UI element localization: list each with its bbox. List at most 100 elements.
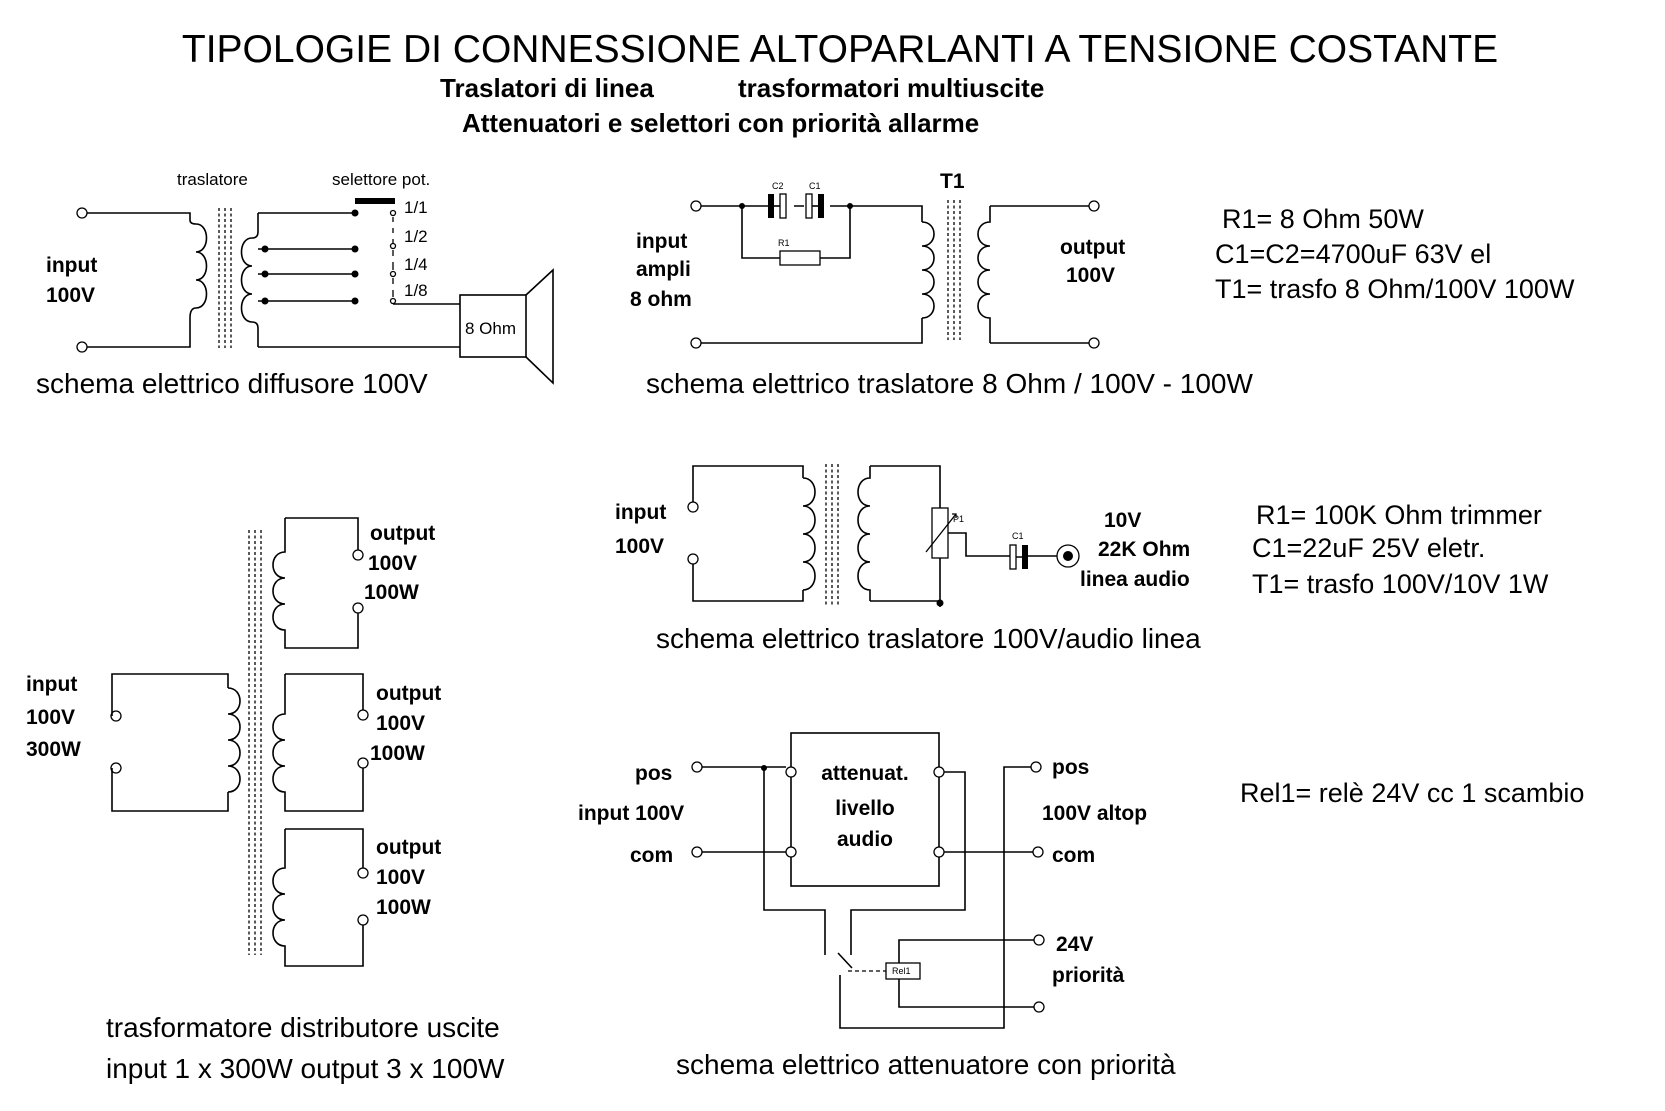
d3-output3-terminal-top bbox=[357, 867, 369, 879]
d5-prio-terminal-bottom bbox=[1033, 1001, 1045, 1013]
d1-primary-coil bbox=[189, 219, 208, 319]
audio-jack-icon bbox=[1056, 544, 1080, 568]
d2-output-terminal-top bbox=[1088, 200, 1100, 212]
d5-input-label: input 100V bbox=[578, 802, 684, 825]
d3-output1-terminal-top bbox=[352, 549, 364, 561]
d5-pos-label: pos bbox=[635, 762, 672, 785]
selettore-label: selettore pot. bbox=[332, 170, 430, 189]
d3-out2-label-3: 100W bbox=[370, 742, 425, 765]
d3-out3-label-1: output bbox=[376, 836, 441, 859]
speaker-label: 8 Ohm bbox=[465, 319, 516, 338]
d4-out-label-1: 10V bbox=[1104, 509, 1141, 532]
page-title: TIPOLOGIE DI CONNESSIONE ALTOPARLANTI A … bbox=[182, 28, 1498, 71]
d3-out1-label-3: 100W bbox=[364, 581, 419, 604]
p1-label: P1 bbox=[953, 514, 964, 524]
d3-input-terminal-bottom bbox=[110, 762, 122, 774]
d2-secondary-coil bbox=[977, 206, 991, 343]
d3-output2-terminal-top bbox=[357, 709, 369, 721]
resistor-r1 bbox=[741, 206, 851, 266]
d2-input-label-2: ampli bbox=[636, 258, 691, 281]
d3-input-label-3: 300W bbox=[26, 738, 81, 761]
d5-note: Rel1= relè 24V cc 1 scambio bbox=[1240, 778, 1584, 808]
d3-input-label-1: input bbox=[26, 673, 77, 696]
d2-input-terminal-bottom bbox=[690, 337, 702, 349]
diagram-diffusore: traslatore selettore pot. input 100V 1/1… bbox=[36, 170, 554, 399]
d4-secondary-coil bbox=[857, 466, 871, 601]
d3-out2-label-1: output bbox=[376, 682, 441, 705]
d5-input-pos-terminal bbox=[691, 761, 703, 773]
d3-secondary-3 bbox=[272, 828, 364, 967]
box-label-1: attenuat. bbox=[821, 762, 909, 785]
capacitor-c2 bbox=[768, 193, 787, 219]
d4-note-3: T1= trasfo 100V/10V 1W bbox=[1252, 569, 1549, 599]
d4-c1-label: C1 bbox=[1012, 531, 1024, 541]
d3-secondary-1 bbox=[272, 517, 359, 649]
d2-note-2: C1=C2=4700uF 63V el bbox=[1215, 239, 1491, 269]
speaker-icon bbox=[459, 268, 554, 385]
tap-1-4: 1/4 bbox=[404, 255, 428, 274]
d5-prio-label-1: 24V bbox=[1056, 933, 1093, 956]
d4-capacitor-c1 bbox=[1009, 544, 1057, 570]
d1-input-label-1: input bbox=[46, 254, 97, 277]
d5-input-com-terminal bbox=[691, 846, 703, 858]
d2-output-label-2: 100V bbox=[1066, 264, 1115, 287]
d3-primary-coil bbox=[227, 687, 241, 793]
d5-prio-terminal-top bbox=[1033, 934, 1045, 946]
d1-input-terminal-top bbox=[76, 207, 88, 219]
attenuator-box bbox=[790, 732, 940, 887]
d4-note-1: R1= 100K Ohm trimmer bbox=[1256, 500, 1542, 530]
subtitle-line2: Attenuatori e selettori con priorità all… bbox=[462, 108, 979, 138]
d3-out1-label-2: 100V bbox=[368, 552, 417, 575]
d3-input-label-2: 100V bbox=[26, 706, 75, 729]
caption-traslatore-8ohm: schema elettrico traslatore 8 Ohm / 100V… bbox=[646, 368, 1253, 399]
d2-output-terminal-bottom bbox=[1088, 337, 1100, 349]
d4-input-label-1: input bbox=[615, 501, 666, 524]
d3-output2-terminal-bottom bbox=[357, 757, 369, 769]
d2-input-label-3: 8 ohm bbox=[630, 288, 692, 311]
selector-bar bbox=[355, 198, 395, 204]
rel1-label: Rel1 bbox=[892, 966, 911, 976]
diagram-traslatore-audio: input 100V P1 C1 10V bbox=[615, 464, 1549, 654]
r1-label: R1 bbox=[778, 238, 790, 248]
caption-distributore-2: input 1 x 300W output 3 x 100W bbox=[106, 1053, 505, 1084]
capacitor-c1 bbox=[805, 193, 824, 219]
d1-input-label-2: 100V bbox=[46, 284, 95, 307]
d2-note-1: R1= 8 Ohm 50W bbox=[1222, 204, 1424, 234]
d3-secondary-2 bbox=[272, 673, 364, 812]
d3-input-terminal-top bbox=[110, 710, 122, 722]
subtitle-left: Traslatori di linea bbox=[440, 73, 654, 103]
d2-input-label-1: input bbox=[636, 230, 687, 253]
caption-traslatore-audio: schema elettrico traslatore 100V/audio l… bbox=[656, 623, 1201, 654]
d5-output-pos-terminal bbox=[1030, 761, 1042, 773]
d2-input-terminal-top bbox=[690, 200, 702, 212]
d1-input-terminal-bottom bbox=[76, 341, 88, 353]
c1-label: C1 bbox=[809, 181, 821, 191]
d4-input-label-2: 100V bbox=[615, 535, 664, 558]
t1-label: T1 bbox=[940, 170, 965, 193]
c2-label: C2 bbox=[772, 181, 784, 191]
d3-output3-terminal-bottom bbox=[357, 914, 369, 926]
d2-transformer-core bbox=[947, 200, 961, 340]
relay-coil-rel1 bbox=[885, 939, 1034, 1008]
traslatore-label: traslatore bbox=[177, 170, 248, 189]
d5-output-com-terminal bbox=[1032, 846, 1044, 858]
box-label-2: livello bbox=[835, 797, 895, 820]
diagram-distributore: input 100V 300W output 100V 100W output … bbox=[26, 517, 505, 1084]
d3-out1-label-1: output bbox=[370, 522, 435, 545]
caption-attenuatore: schema elettrico attenuatore con priorit… bbox=[676, 1049, 1176, 1080]
d4-note-2: C1=22uF 25V eletr. bbox=[1252, 533, 1485, 563]
d3-transformer-core bbox=[248, 530, 262, 955]
subtitle-right: trasformatori multiuscite bbox=[738, 73, 1044, 103]
d5-out-pos-label: pos bbox=[1052, 756, 1089, 779]
relay-switch bbox=[837, 771, 1005, 1029]
d5-prio-label-2: priorità bbox=[1052, 964, 1125, 987]
d4-transformer-core bbox=[825, 464, 839, 606]
d3-out2-label-2: 100V bbox=[376, 712, 425, 735]
d2-note-3: T1= trasfo 8 Ohm/100V 100W bbox=[1215, 274, 1575, 304]
d4-input-terminal-top bbox=[687, 501, 699, 513]
d3-out3-label-3: 100W bbox=[376, 896, 431, 919]
diagram-traslatore-8ohm: input ampli 8 ohm C2 C1 R1 T1 bbox=[630, 170, 1575, 399]
d1-transformer-core bbox=[218, 208, 232, 348]
d3-output1-terminal-bottom bbox=[352, 602, 364, 614]
